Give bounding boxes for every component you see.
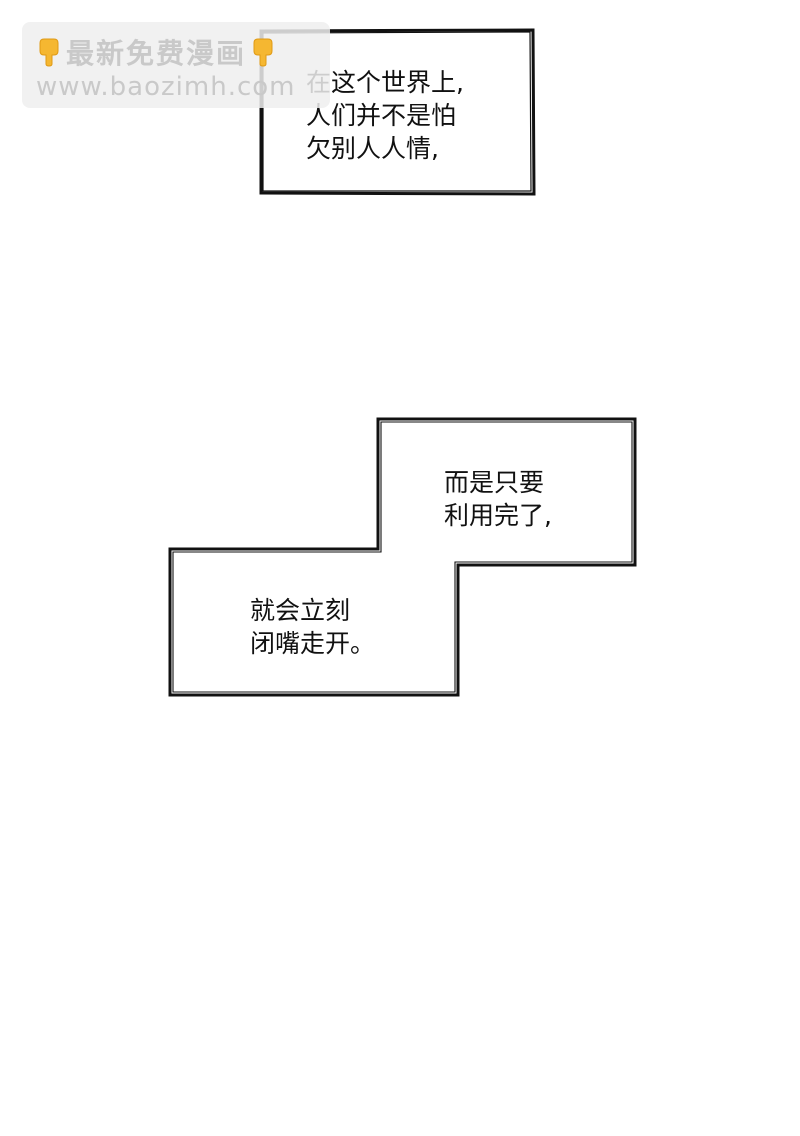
stepped-caption-border [168,417,637,697]
watermark-title: 最新免费漫画 [66,37,247,70]
caption-3-line-1: 就会立刻 [250,596,351,625]
caption-3-line-2: 闭嘴走开。 [250,629,376,658]
caption-1-line-1: 在这个世界上, [306,68,464,97]
caption-1-line-2: 人们并不是怕 [306,101,457,130]
caption-group-stepped: 而是只要 利用完了, 就会立刻 闭嘴走开。 [166,416,640,700]
caption-box-1: 在这个世界上, 人们并不是怕 欠别人人情, [258,28,536,196]
caption-2-line-2: 利用完了, [444,501,552,530]
caption-2-line-1: 而是只要 [444,468,545,497]
pointing-down-hand-icon [253,38,273,67]
pointing-down-hand-icon [39,38,59,67]
caption-1-line-3: 欠别人人情, [306,134,439,163]
watermark-url: www.baozimh.com [36,72,296,102]
site-watermark: 最新免费漫画 www.baozimh.com [22,22,330,108]
